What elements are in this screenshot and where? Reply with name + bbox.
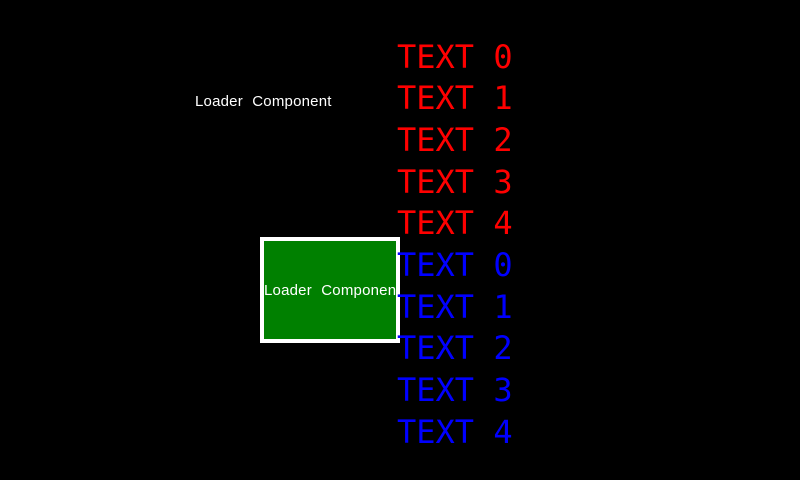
text-item: TEXT 4	[397, 412, 513, 451]
text-item: TEXT 0	[397, 246, 513, 285]
text-item: TEXT 0	[397, 37, 513, 76]
loader-component-box[interactable]: Loader Component	[260, 237, 400, 343]
text-item: TEXT 1	[397, 287, 513, 326]
text-item: TEXT 3	[397, 371, 513, 410]
text-list: TEXT 0 TEXT 1 TEXT 2 TEXT 3 TEXT 4 TEXT …	[397, 36, 513, 453]
text-item: TEXT 1	[397, 79, 513, 118]
loader-component-label: Loader Component	[195, 93, 332, 110]
text-item: TEXT 3	[397, 162, 513, 201]
loader-box-label: Loader Component	[264, 281, 400, 299]
text-item: TEXT 4	[397, 204, 513, 243]
text-item: TEXT 2	[397, 121, 513, 160]
text-item: TEXT 2	[397, 329, 513, 368]
